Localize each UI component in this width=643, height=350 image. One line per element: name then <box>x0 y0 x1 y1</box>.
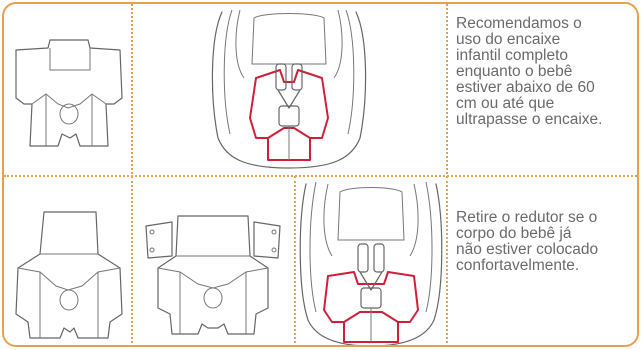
divider-row1-left <box>131 4 133 174</box>
divider-row2-c <box>446 176 448 347</box>
divider-row2-b <box>294 176 296 347</box>
instruction-text-remove-reducer: Retire o redutor se o corpo do bebê já n… <box>456 210 638 274</box>
car-seat-with-insert-illustration <box>204 8 374 171</box>
divider-row2-a <box>131 176 133 347</box>
insert-with-headrest-illustration <box>10 210 128 342</box>
divider-horizontal <box>4 175 639 177</box>
infant-insert-illustration <box>10 38 128 153</box>
divider-row1-right <box>446 4 448 174</box>
insert-with-side-wings-illustration <box>138 212 288 338</box>
instruction-text-full-insert: Recomendamos o uso do encaixe infantil c… <box>456 16 638 128</box>
instruction-panel: Recomendamos o uso do encaixe infantil c… <box>2 2 639 347</box>
car-seat-without-reducer-illustration <box>298 180 444 347</box>
